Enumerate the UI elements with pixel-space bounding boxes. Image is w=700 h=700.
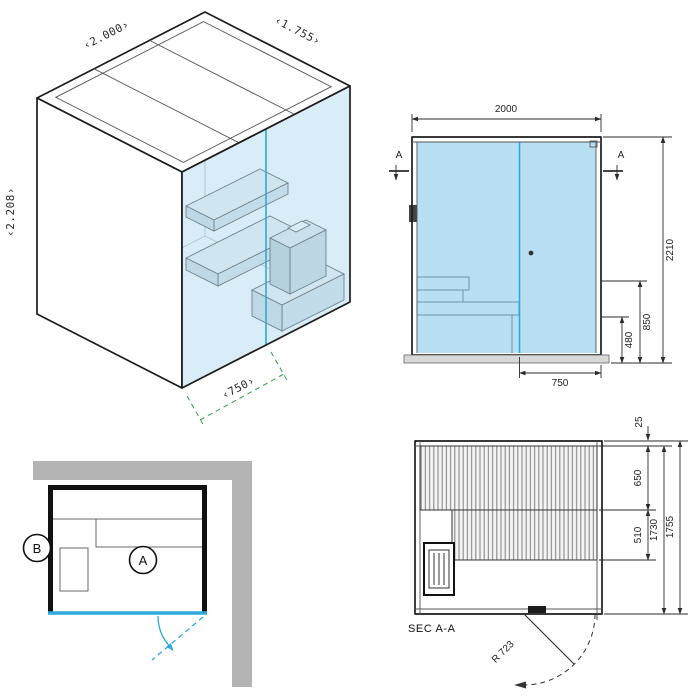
front-hinge-block bbox=[409, 205, 417, 222]
svg-text:1755: 1755 bbox=[665, 515, 676, 538]
section-heater bbox=[423, 542, 455, 596]
plan-interior-lines bbox=[53, 518, 202, 592]
front-dim-door-width: 750 bbox=[518, 357, 602, 389]
svg-text:A: A bbox=[139, 553, 148, 568]
section-door-swing-arc bbox=[523, 613, 596, 686]
section-aa-view: R 723 SEC A-A 25 650 510 1730 1755 bbox=[408, 416, 688, 689]
position-marker-b: B bbox=[22, 533, 52, 563]
section-swing-arrow bbox=[514, 681, 526, 689]
svg-text:A: A bbox=[618, 150, 625, 161]
svg-text:2210: 2210 bbox=[665, 238, 676, 261]
section-dimensions: 25 650 510 1730 1755 bbox=[599, 416, 688, 615]
section-title: SEC A-A bbox=[408, 623, 456, 635]
plan-room-wall-right bbox=[232, 461, 252, 687]
front-glass bbox=[417, 142, 596, 353]
iso-dim-door-width: ‹750› bbox=[220, 374, 258, 402]
section-door: R 723 bbox=[490, 606, 598, 689]
front-corner-fitting bbox=[589, 140, 598, 148]
iso-heater-control bbox=[286, 220, 312, 233]
iso-heater bbox=[268, 219, 328, 295]
svg-text:2000: 2000 bbox=[495, 104, 518, 115]
svg-text:510: 510 bbox=[633, 526, 644, 543]
installation-plan-view: B A bbox=[22, 461, 252, 687]
plan-heater bbox=[59, 547, 89, 592]
iso-dim-width: ‹2.000› bbox=[81, 18, 131, 52]
position-marker-a: A bbox=[128, 545, 158, 575]
front-dim-bench-upper: 850 bbox=[601, 280, 653, 364]
front-dim-width: 2000 bbox=[411, 104, 602, 132]
front-section-marker-right: A bbox=[603, 150, 625, 181]
svg-text:480: 480 bbox=[624, 331, 635, 348]
iso-dim-height: ‹2.208› bbox=[4, 187, 17, 237]
svg-text:A: A bbox=[396, 150, 403, 161]
section-upper-bench bbox=[419, 445, 598, 511]
svg-text:750: 750 bbox=[552, 378, 569, 389]
plan-door-swing bbox=[151, 615, 204, 661]
front-section-marker-left: A bbox=[389, 150, 409, 181]
front-dim-bench-lower: 480 bbox=[601, 316, 635, 364]
svg-text:850: 850 bbox=[642, 313, 653, 330]
iso-roof-seams bbox=[93, 39, 295, 144]
door-swing-arrow bbox=[166, 643, 174, 652]
iso-dim-depth: ‹1.755› bbox=[272, 14, 322, 48]
plan-cabin-floor bbox=[48, 485, 207, 613]
section-lower-bench bbox=[451, 509, 598, 561]
iso-glass-frame bbox=[181, 85, 351, 389]
svg-text:650: 650 bbox=[633, 469, 644, 486]
svg-text:1730: 1730 bbox=[649, 518, 660, 541]
iso-roof-frame bbox=[54, 21, 333, 163]
front-elevation-view: 2000 A A 2210 850 480 bbox=[389, 104, 676, 389]
front-floor-base bbox=[403, 354, 610, 364]
svg-text:B: B bbox=[33, 541, 42, 556]
section-door-stub bbox=[528, 606, 546, 613]
section-door-leaf bbox=[523, 613, 575, 665]
section-dim-radius: R 723 bbox=[490, 639, 517, 666]
front-door-handle bbox=[528, 250, 534, 256]
plan-room-wall-top bbox=[33, 461, 252, 480]
section-outer-wall bbox=[414, 440, 603, 615]
svg-text:25: 25 bbox=[634, 416, 645, 428]
iso-view: ‹2.000› ‹1.755› ‹2.208› ‹750› bbox=[4, 11, 351, 427]
iso-upper-bench bbox=[184, 168, 290, 232]
